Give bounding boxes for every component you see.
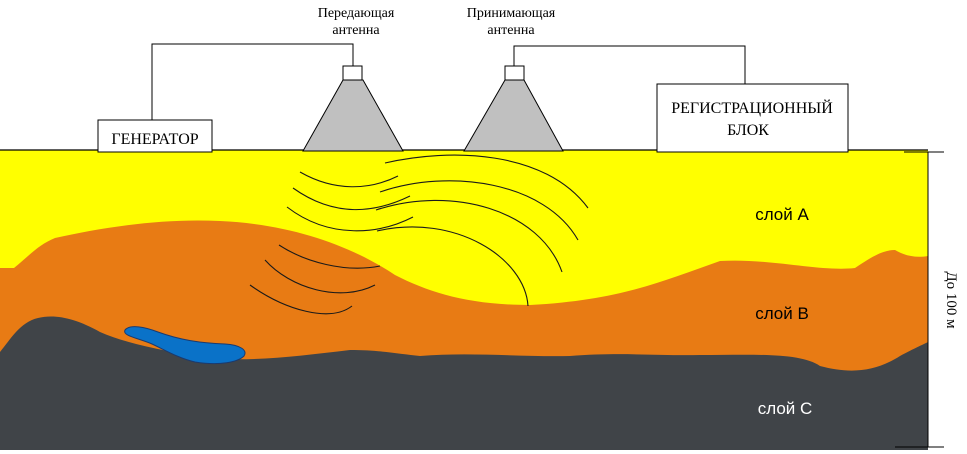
transmit-antenna-label-line1: Передающая — [318, 6, 395, 21]
layer-c — [0, 316, 928, 450]
wave-arcs — [249, 154, 589, 315]
layer-c-label: слой С — [758, 399, 813, 418]
layer-a-label: слой А — [755, 205, 809, 224]
receive-antenna-label-line2: антенна — [487, 23, 535, 38]
generator-wire — [151, 43, 354, 120]
recorder-label-line2: БЛОК — [727, 122, 769, 139]
transmit-antenna-label-line2: антенна — [332, 23, 380, 38]
receive-antenna-label-line1: Принимающая — [467, 6, 556, 21]
recorder-wire — [513, 45, 746, 84]
layer-b-label: слой В — [755, 304, 809, 323]
transmit-antenna — [302, 65, 404, 152]
depth-marker — [895, 151, 944, 448]
recorder-box — [656, 83, 849, 153]
water-lens — [124, 326, 246, 365]
recorder-label-line1: РЕГИСТРАЦИОННЫЙ — [671, 98, 833, 117]
generator-box — [97, 119, 213, 153]
generator-label: ГЕНЕРАТОР — [111, 131, 198, 148]
depth-label: До 100 м — [943, 271, 959, 329]
receive-antenna — [463, 65, 564, 152]
